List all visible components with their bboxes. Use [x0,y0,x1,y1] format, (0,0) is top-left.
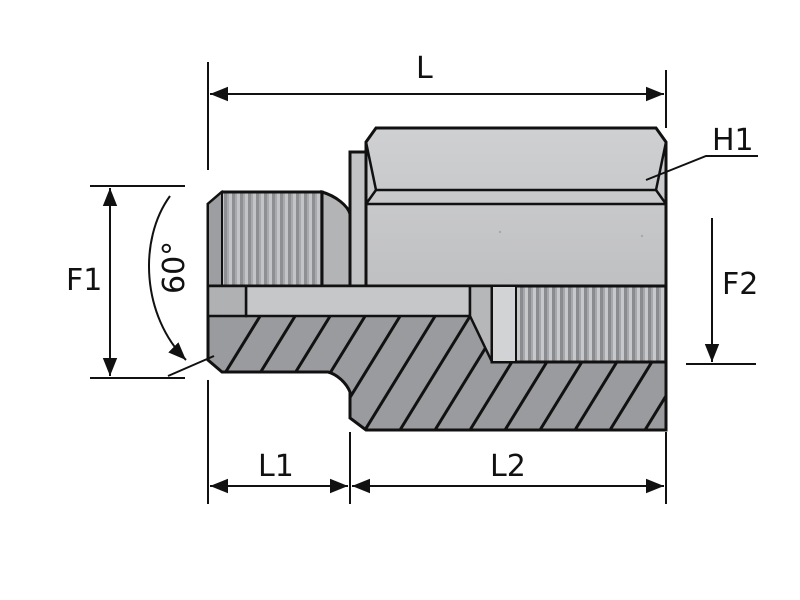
dimensions [90,62,758,504]
label-f2: F2 [722,267,758,302]
section-view [206,284,668,432]
undercut-groove [320,190,352,288]
label-f1: F1 [66,263,102,298]
female-thread-body [490,284,668,364]
male-thread-body [206,190,324,288]
angle-arc [148,195,187,361]
collar-face [348,150,368,288]
male-bore [208,284,472,318]
dimension-labels: L H1 F1 F2 L1 L2 60° [66,51,758,484]
hex-body [364,126,668,288]
hex-flat-top [364,141,668,192]
hex-flat-bottom [364,189,668,206]
label-l: L [416,51,433,86]
label-l2: L2 [490,449,526,484]
label-angle: 60° [157,241,192,294]
leader-h1 [645,155,758,181]
label-h1: H1 [712,123,754,158]
exterior-view [206,126,668,288]
female-thread-chamfer [491,285,517,363]
bore-entry [206,284,248,318]
male-chamfer-face [207,189,223,287]
angle-leader [167,355,215,377]
label-l1: L1 [258,449,294,484]
